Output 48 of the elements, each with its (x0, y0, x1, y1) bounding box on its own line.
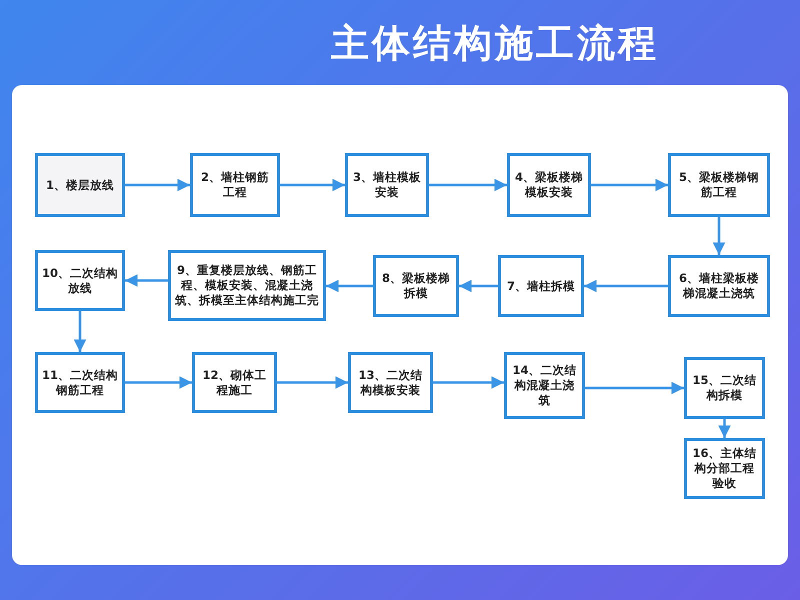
arrow (125, 376, 192, 389)
step-label: 4、梁板楼梯模板安装 (514, 170, 584, 200)
process-box (348, 352, 433, 413)
arrow (459, 280, 498, 292)
arrow (584, 280, 668, 292)
step-label: 10、二次结构放线 (42, 266, 118, 296)
process-box (498, 255, 584, 317)
step-label: 13、二次结构模板安装 (357, 368, 424, 398)
process-box (35, 352, 125, 413)
process-box (35, 153, 125, 217)
process-box (190, 153, 280, 217)
process-box (507, 153, 591, 217)
step-label: 5、梁板楼梯钢筋工程 (678, 170, 760, 200)
arrow (585, 382, 684, 394)
step-label: 8、梁板楼梯拆模 (380, 271, 451, 301)
process-box (668, 153, 770, 217)
step-label: 1、楼层放线 (46, 178, 114, 192)
arrow (125, 178, 190, 192)
arrow (326, 280, 373, 292)
step-label: 12、砌体工程施工 (201, 368, 268, 398)
process-box (168, 250, 326, 321)
arrow (712, 217, 726, 255)
step-label: 15、二次结构拆模 (691, 373, 758, 403)
arrow (280, 178, 345, 192)
step-label: 11、二次结构钢筋工程 (42, 368, 118, 398)
title: 主体结构施工流程 (330, 20, 660, 67)
process-box (373, 255, 459, 317)
step-label: 2、墙柱钢筋工程 (200, 170, 270, 200)
step-label: 6、墙柱梁板楼梯混凝土浇筑 (678, 271, 760, 301)
arrow (718, 419, 731, 438)
arrow (277, 376, 348, 389)
process-box (192, 352, 277, 413)
step-label: 14、二次结构混凝土浇筑 (511, 363, 578, 408)
step-label: 3、墙柱模板安装 (352, 170, 422, 200)
process-box (35, 250, 125, 311)
process-box (684, 438, 765, 499)
step-label: 16、主体结构分部工程验收 (691, 446, 758, 491)
arrow (125, 274, 168, 287)
arrow (591, 178, 668, 192)
process-box (684, 357, 765, 419)
process-box (504, 352, 585, 419)
step-label: 7、墙柱拆模 (506, 278, 575, 294)
step-label: 9、重复楼层放线、钢筋工程、模板安装、混凝土浇筑、拆模至主体结构施工完 (175, 263, 319, 308)
arrow (429, 178, 507, 192)
arrow (433, 376, 504, 389)
process-box (345, 153, 429, 217)
process-box (668, 255, 770, 317)
arrow (74, 311, 86, 352)
